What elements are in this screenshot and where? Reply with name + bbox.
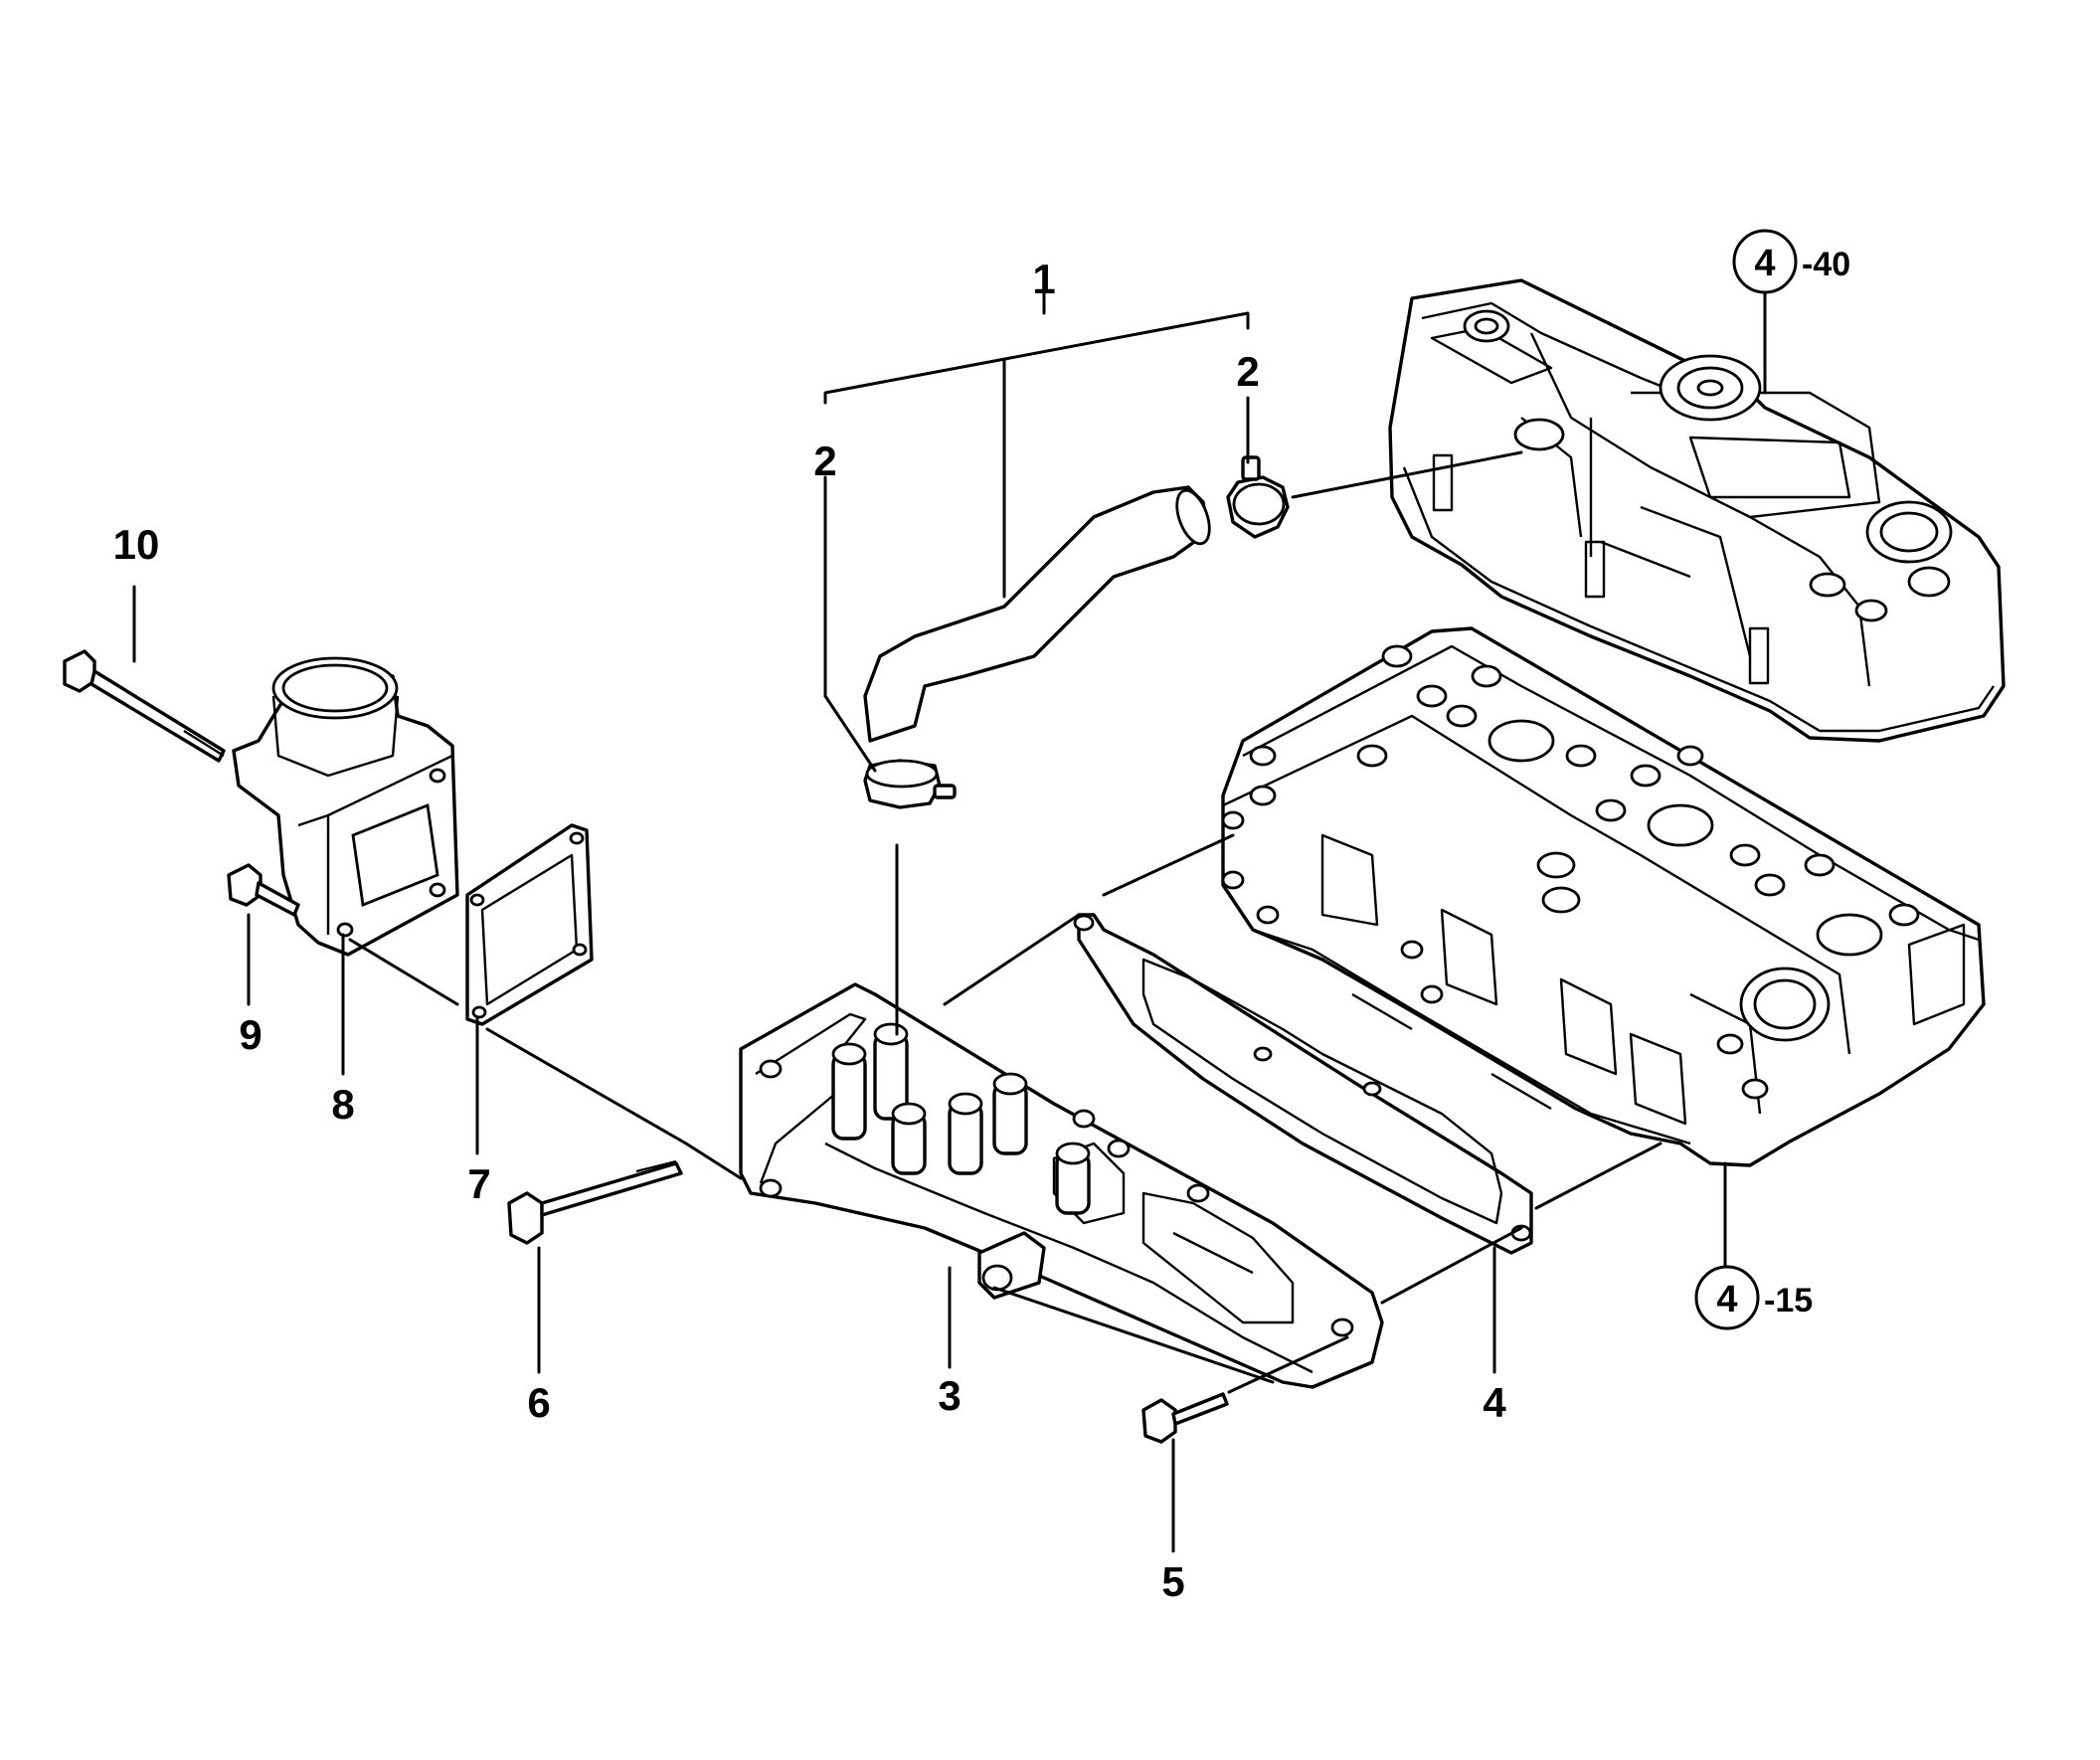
leader-lines [132, 276, 1767, 1553]
bolt-icon [1141, 1392, 1229, 1444]
ref-head: 4 -15 [1694, 1265, 1813, 1330]
valve-cover-icon [1388, 278, 2006, 743]
callout-labels: 1 2 2 3 4 5 6 7 8 9 10 [113, 256, 1507, 1605]
bolt-icon [63, 649, 226, 763]
ref-head-page: -15 [1764, 1282, 1813, 1320]
cylinder-head-icon [1221, 626, 1986, 1167]
ref-cover-page: -40 [1802, 246, 1850, 283]
callout-1: 1 [1032, 256, 1055, 302]
hose-clamp-icon [863, 759, 957, 809]
ref-cover: 4 -40 [1732, 229, 1850, 294]
gasket-icon [1073, 913, 1533, 1255]
callout-10: 10 [113, 521, 160, 568]
bolt-icon [507, 1159, 683, 1245]
callout-7: 7 [467, 1160, 490, 1207]
ref-cover-group: 4 [1754, 243, 1775, 284]
callout-5: 5 [1161, 1558, 1184, 1605]
callout-2-left: 2 [813, 438, 836, 484]
callout-6: 6 [527, 1379, 550, 1426]
thermostat-housing-icon [232, 656, 459, 957]
gasket-icon [465, 823, 594, 1026]
callout-3: 3 [938, 1372, 961, 1419]
hose-clamp-icon [1226, 455, 1290, 539]
manifold-icon [739, 982, 1384, 1389]
ref-head-group: 4 [1716, 1279, 1737, 1320]
callout-8: 8 [331, 1081, 354, 1128]
hose-icon [863, 485, 1211, 743]
callout-9: 9 [239, 1011, 262, 1058]
callout-2-right: 2 [1236, 348, 1259, 395]
bolt-icon [227, 863, 300, 917]
callout-4: 4 [1483, 1379, 1506, 1426]
